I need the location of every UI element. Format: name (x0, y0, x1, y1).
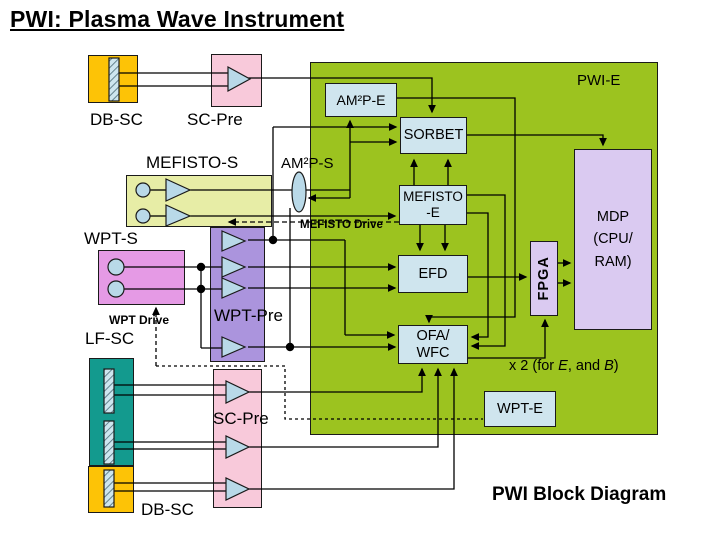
db-sc-top-box (88, 55, 138, 103)
block-wpt-e: WPT-E (484, 391, 556, 427)
lf-sc-label: LF-SC (85, 329, 135, 348)
lf-sc-box (89, 358, 134, 466)
wpt-pre-label: WPT-Pre (214, 306, 283, 325)
x2-prefix: x 2 (for (509, 358, 559, 374)
wpt-s-box (98, 250, 185, 305)
db-sc-bottom-label: DB-SC (141, 500, 194, 519)
wpt-pre-box (210, 227, 265, 362)
sc-pre-top-label: SC-Pre (187, 110, 243, 129)
block-efd: EFD (398, 255, 468, 293)
fpga-label: FPGA (535, 256, 552, 301)
block-mdp: MDP (CPU/ RAM) (574, 149, 652, 330)
db-sc-top-label: DB-SC (90, 110, 143, 129)
block-am2p-e: AM²P-E (325, 83, 397, 117)
pwi-e-label: PWI-E (577, 72, 621, 89)
x2-mid: , and (567, 358, 605, 374)
am2p-s-label: AM²P-S (281, 155, 334, 172)
block-ofa-wfc: OFA/ WFC (398, 325, 468, 364)
block-fpga: FPGA (530, 241, 558, 316)
mdp-line3: RAM) (594, 253, 632, 270)
mdp-line1: MDP (596, 208, 630, 225)
mefisto-s-box (126, 175, 272, 227)
x2-suffix: ) (613, 358, 619, 374)
sc-pre-bottom-label: SC-Pre (213, 409, 269, 428)
mefisto-s-label: MEFISTO-S (146, 153, 239, 172)
x2-b: B (604, 358, 614, 374)
wpt-s-label: WPT-S (84, 229, 138, 248)
sc-pre-top-box (211, 54, 262, 107)
mefisto-drive-label: MEFISTO Drive (300, 219, 383, 231)
sc-pre-bottom-box (213, 369, 262, 508)
mdp-line2: (CPU/ (593, 231, 633, 248)
ofa-line1: OFA/ (416, 327, 450, 344)
db-sc-bottom-box (88, 466, 134, 513)
x2-annotation: x 2 (for E, and B) (509, 358, 619, 374)
x2-e: E (558, 358, 568, 374)
wpt-drive-label: WPT Drive (109, 313, 170, 327)
block-sorbet: SORBET (400, 117, 467, 154)
ofa-line2: WFC (416, 344, 450, 361)
diagram-caption: PWI Block Diagram (492, 484, 667, 505)
am2p-s-sensor-icon (291, 171, 307, 213)
block-mefisto-e: MEFISTO -E (399, 185, 467, 225)
page-title: PWI: Plasma Wave Instrument (10, 6, 345, 32)
